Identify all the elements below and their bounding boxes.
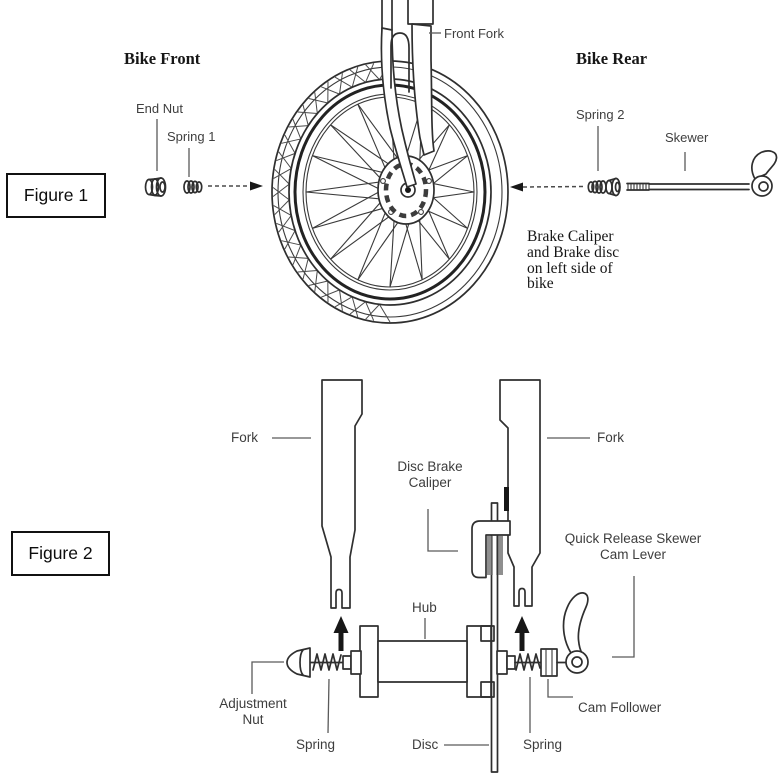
cam-lever2-drawing [562, 592, 589, 674]
skewer-label: Skewer [665, 130, 709, 145]
hub-label: Hub [412, 600, 437, 615]
spring-1-label: Spring 1 [167, 129, 216, 144]
figure2-leader-lines [251, 437, 635, 746]
adjustment-nut-label: Adjustment Nut [219, 696, 287, 728]
spring-left-label: Spring [296, 737, 336, 752]
left-spring-drawing [310, 653, 345, 671]
spring-2-label: Spring 2 [576, 107, 625, 122]
fork-right-label: Fork [597, 430, 624, 445]
spring-right-label: Spring [523, 737, 563, 752]
left-axle-end-drawing [342, 650, 362, 675]
insert-arrow-right-icon [208, 181, 263, 191]
caliper-drawing [471, 487, 511, 579]
insert-arrow-left-icon [510, 182, 587, 192]
front-fork-label: Front Fork [444, 26, 504, 41]
spring1-drawing [183, 180, 203, 194]
figure2-box-label: Figure 2 [28, 543, 93, 563]
fork-left-label: Fork [231, 430, 258, 445]
tire-tread-hatching [272, 61, 391, 323]
up-arrow-left-icon [333, 616, 349, 651]
figure1-box: Figure 1 [6, 173, 106, 218]
hub-drawing [359, 625, 495, 698]
end-piece-drawing [605, 177, 621, 197]
adjustment-nut-drawing [286, 647, 311, 678]
cam-lever-drawing [751, 150, 778, 197]
disc-rotor-drawing [377, 155, 435, 225]
brake-caliper-note: Brake Caliper and Brake disc on left sid… [527, 228, 620, 293]
disc-label: Disc [412, 737, 439, 752]
end-nut-drawing [144, 177, 167, 197]
quick-release-skewer-cam-lever-label: Quick Release Skewer Cam Lever [564, 531, 702, 563]
right-fork-drawing [499, 379, 541, 607]
front-fork-drawing [380, 0, 435, 188]
right-axle-end-drawing [496, 650, 516, 675]
bike-front-heading: Bike Front [124, 49, 201, 68]
up-arrow-right-icon [514, 616, 530, 651]
spring2-drawing [587, 180, 607, 194]
bike-rear-heading: Bike Rear [576, 49, 648, 68]
right-spring-drawing [514, 653, 543, 671]
end-nut-label: End Nut [136, 101, 183, 116]
wheel-drawing [271, 60, 509, 324]
figure1-drawing [144, 0, 778, 324]
disc-brake-caliper-label: Disc Brake Caliper [397, 459, 463, 491]
skewer-drawing [626, 150, 778, 197]
cam-follower-label: Cam Follower [578, 700, 662, 715]
figure2-drawing [251, 379, 635, 773]
cam-follower-drawing [540, 648, 568, 677]
figure1-box-label: Figure 1 [23, 185, 89, 205]
figure2-box: Figure 2 [11, 531, 110, 576]
figure1-leader-lines [156, 32, 686, 177]
left-fork-drawing [321, 379, 363, 609]
